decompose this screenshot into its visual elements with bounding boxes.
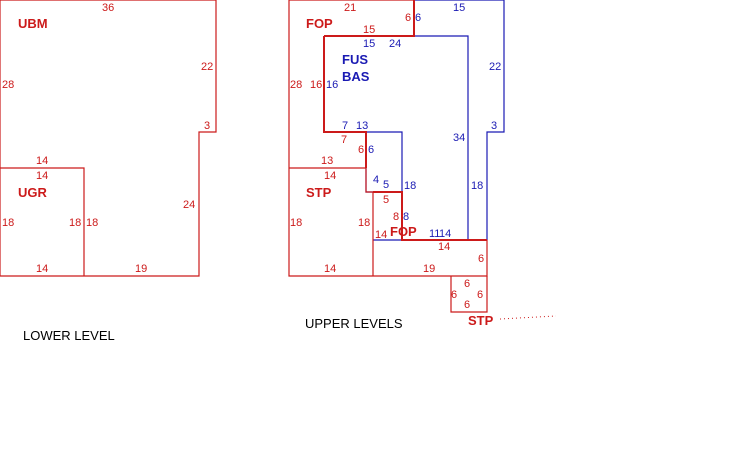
dim-label: 14 [324,263,336,275]
stp-small-label: STP [468,313,494,328]
dim-label: 13 [356,120,368,132]
dim-label: 6 [415,12,421,24]
dim-label: 18 [290,217,302,229]
dim-label: 15 [363,24,375,36]
stp-label: STP [306,185,332,200]
dim-label: 16 [326,79,338,91]
fop-top-label: FOP [306,16,333,31]
dim-label: 36 [102,2,114,14]
ubm-outline [0,0,217,277]
dim-label: 6 [451,289,457,301]
fop-lower-label: FOP [390,224,417,239]
dim-label: 8 [403,211,409,223]
fus-label: FUS [342,52,368,67]
dim-label: 14 [36,170,48,182]
dim-label: 19 [423,263,435,275]
dim-label: 22 [489,61,501,73]
dim-label: 6 [464,299,470,311]
leader-line [499,315,557,320]
dim-label: 3 [204,120,210,132]
dim-label: 18 [404,180,416,192]
dim-label: 14 [438,241,450,253]
upper-levels-plan: FOP FUS BAS STP FOP STP 21 15 6 28 16 7 … [288,0,557,331]
dim-label: 15 [363,38,375,50]
dim-label: 14 [36,155,48,167]
stp-outline [289,167,374,276]
dim-label: 28 [2,79,14,91]
dim-label: 13 [321,155,333,167]
stair-blue-line [365,168,373,193]
upper-levels-caption: UPPER LEVELS [305,316,403,331]
dim-label: 11 [429,228,440,240]
dim-label: 5 [383,194,389,206]
dim-label: 34 [453,132,465,144]
dim-label: 7 [342,120,348,132]
dim-label: 6 [478,253,484,265]
dim-label: 5 [383,179,389,191]
dim-label: 18 [69,217,81,229]
dim-label: 16 [310,79,322,91]
bas-label: BAS [342,69,370,84]
lower-level-plan: UBM UGR 36 28 22 3 24 19 14 14 18 18 18 … [0,0,217,343]
dim-label: 7 [341,134,347,146]
fop-lower-outline [373,191,487,241]
dim-label: 22 [201,61,213,73]
ugr-outline [0,167,85,276]
dim-label: 6 [358,144,364,156]
ubm-label: UBM [18,16,48,31]
dim-label: 21 [344,2,356,14]
ugr-label: UGR [18,185,48,200]
lower-level-caption: LOWER LEVEL [23,328,115,343]
dim-label: 19 [135,263,147,275]
dim-label: 6 [477,289,483,301]
dim-label: 4 [373,174,379,186]
fop-top-outline [323,0,415,168]
dim-label: 18 [86,217,98,229]
dim-label: 28 [290,79,302,91]
dim-label: 14 [36,263,48,275]
dim-label: 18 [358,217,370,229]
dim-label: 18 [471,180,483,192]
upper-blue-outline [414,0,505,240]
dim-label: 14 [375,229,387,241]
dim-label: 6 [368,144,374,156]
dim-label: 3 [491,120,497,132]
dim-label: 8 [393,211,399,223]
dim-label: 14 [439,228,451,240]
dim-label: 24 [389,38,401,50]
stp-small-outline [450,276,488,313]
dim-label: 15 [453,2,465,14]
dim-label: 18 [2,217,14,229]
dim-label: 14 [324,170,336,182]
dim-label: 24 [183,199,195,211]
dim-label: 6 [464,278,470,290]
dim-label: 6 [405,12,411,24]
